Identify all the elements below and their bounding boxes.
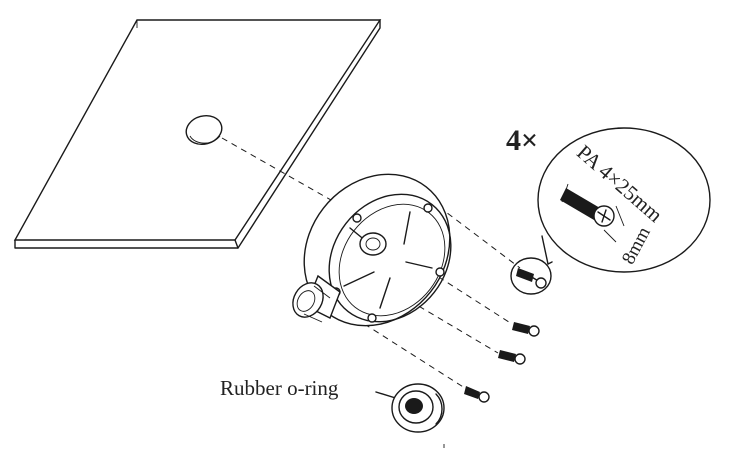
screw-highlight-circle bbox=[510, 257, 552, 295]
rubber-oring bbox=[375, 383, 445, 448]
drill-hole bbox=[185, 114, 223, 146]
screw-quantity-label: 4× bbox=[506, 124, 539, 157]
rubber-oring-label: Rubber o-ring bbox=[220, 376, 339, 400]
cable-gland bbox=[292, 274, 341, 323]
screw-detail-callout bbox=[537, 127, 711, 273]
screw bbox=[464, 386, 490, 403]
screw bbox=[498, 350, 526, 365]
alignment-lines bbox=[221, 137, 521, 391]
screw bbox=[516, 268, 547, 289]
screw bbox=[512, 322, 540, 337]
